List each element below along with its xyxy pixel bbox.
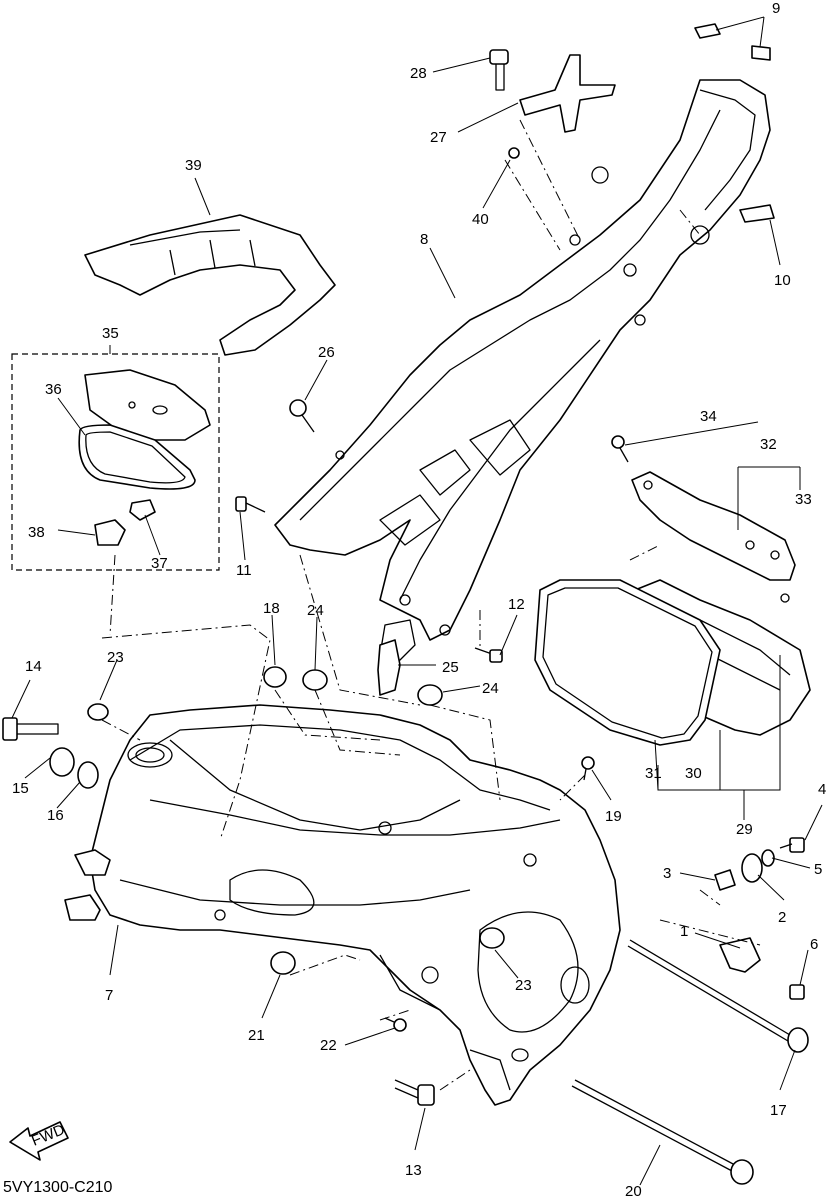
bolt-28 — [489, 49, 509, 91]
callout-22: 22 — [320, 1037, 337, 1054]
diagram-code: 5VY1300-C210 — [3, 1179, 113, 1196]
main-frame — [64, 704, 621, 1106]
callout-4: 4 — [818, 781, 826, 798]
pad-9a — [694, 23, 721, 39]
callout-38: 38 — [28, 524, 45, 541]
callout-3: 3 — [663, 865, 671, 882]
bolt-11 — [235, 496, 266, 513]
mount-2-3 — [714, 837, 805, 1000]
leader-lines — [11, 16, 823, 1186]
callout-39: 39 — [185, 157, 202, 174]
callout-1: 1 — [680, 923, 688, 940]
collar-21 — [270, 951, 296, 975]
callout-37: 37 — [151, 555, 168, 572]
bolt-14 — [2, 717, 59, 741]
callout-7: 7 — [105, 987, 113, 1004]
callout-36: 36 — [45, 381, 62, 398]
callout-6: 6 — [810, 936, 818, 953]
callout-33: 33 — [795, 491, 812, 508]
callout-8: 8 — [420, 231, 428, 248]
clip-38 — [94, 519, 126, 546]
seal-36 — [78, 424, 196, 490]
callout-26: 26 — [318, 344, 335, 361]
bracket-25 — [377, 639, 401, 696]
fwd-arrow-icon: FWD — [9, 1121, 69, 1161]
collar-15 — [49, 747, 75, 777]
cover-36 — [84, 369, 211, 441]
callout-34: 34 — [700, 408, 717, 425]
callout-35: 35 — [102, 325, 119, 342]
callout-12: 12 — [508, 596, 525, 613]
bolt-13 — [394, 1079, 435, 1106]
through-bolt-17 — [627, 939, 809, 1053]
battery-band-31 — [534, 579, 721, 746]
callout-19: 19 — [605, 808, 622, 825]
pad-10 — [739, 204, 775, 223]
callout-31: 31 — [645, 765, 662, 782]
assembly-lines — [101, 119, 761, 1091]
callout-17: 17 — [770, 1102, 787, 1119]
callout-10: 10 — [774, 272, 791, 289]
bracket-32 — [631, 471, 796, 581]
cap-24a — [302, 669, 328, 691]
callout-18: 18 — [263, 600, 280, 617]
callout-15: 15 — [12, 780, 29, 797]
callout-24a: 24 — [307, 602, 324, 619]
cap-23a — [87, 703, 109, 721]
callout-23b: 23 — [515, 977, 532, 994]
callout-9: 9 — [772, 0, 780, 17]
cap-23b — [479, 927, 505, 949]
callout-23a: 23 — [107, 649, 124, 666]
callout-labels: 1 2 3 4 5 6 7 8 9 10 11 12 13 14 15 16 1… — [3, 0, 826, 1199]
callout-28: 28 — [410, 65, 427, 82]
callout-13: 13 — [405, 1162, 422, 1179]
cap-18 — [263, 666, 287, 688]
callout-32: 32 — [760, 436, 777, 453]
callout-5: 5 — [814, 861, 822, 878]
callout-25: 25 — [442, 659, 459, 676]
nut-37 — [129, 499, 156, 521]
rear-cover — [84, 214, 336, 356]
callout-30: 30 — [685, 765, 702, 782]
callout-21: 21 — [248, 1027, 265, 1044]
callout-29: 29 — [736, 821, 753, 838]
callout-40: 40 — [472, 211, 489, 228]
callout-2: 2 — [778, 909, 786, 926]
callout-14: 14 — [25, 658, 42, 675]
bolt-26 — [289, 399, 315, 433]
cap-24b — [417, 684, 443, 706]
pad-9b — [751, 45, 771, 61]
callout-24b: 24 — [482, 680, 499, 697]
bolt-22 — [384, 1017, 407, 1032]
kit-box-35 — [11, 353, 220, 571]
bolt-12 — [474, 647, 503, 663]
rear-frame — [274, 79, 771, 666]
callout-27: 27 — [430, 129, 447, 146]
screw-34 — [611, 435, 629, 463]
callout-20: 20 — [625, 1183, 642, 1199]
callout-16: 16 — [47, 807, 64, 824]
washer-40 — [508, 147, 520, 159]
collar-16 — [77, 761, 99, 789]
bolt-19 — [581, 756, 595, 781]
through-bolt-20 — [571, 1079, 754, 1185]
seat-lock-plate — [519, 54, 616, 133]
callout-11: 11 — [236, 562, 252, 579]
